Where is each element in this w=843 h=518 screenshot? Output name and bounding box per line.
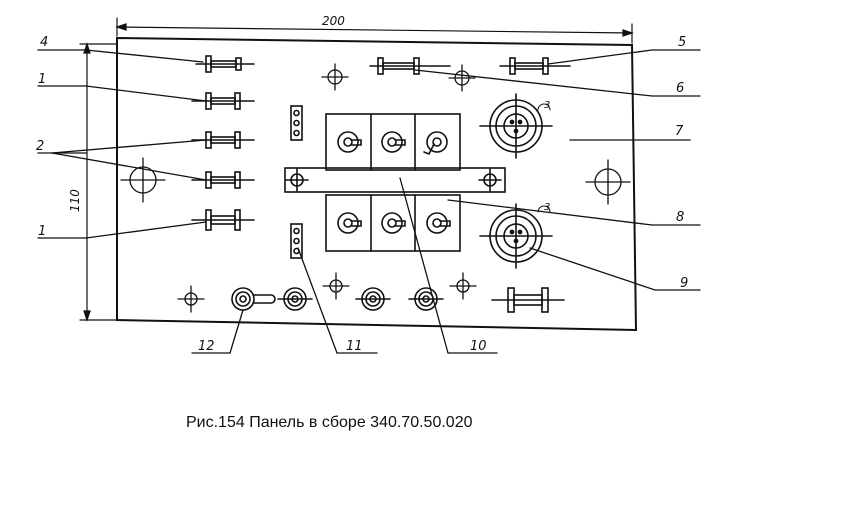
insulator-1-top <box>191 92 255 110</box>
callout-11: 11 <box>346 339 363 354</box>
insulator-5 <box>499 57 571 75</box>
callout-7: 7 <box>675 124 684 139</box>
connector-upper <box>479 93 553 159</box>
callout-9: 9 <box>680 276 688 291</box>
callout-8: 8 <box>676 210 684 225</box>
callout-1-bottom: 1 <box>38 224 46 239</box>
callout-6: 6 <box>676 81 684 96</box>
callout-12: 12 <box>198 339 215 354</box>
dimension-height-label: 110 <box>68 189 82 212</box>
callout-4: 4 <box>40 35 48 50</box>
insulator-4 <box>195 55 255 73</box>
bus-bar <box>284 167 506 193</box>
figure-caption: Рис.154 Панель в сборе 340.70.50.020 <box>186 414 473 431</box>
insulator-group-left <box>191 55 255 231</box>
callout-2: 2 <box>36 139 44 154</box>
insulator-1-bottom <box>191 209 255 231</box>
insulator-6 <box>369 57 451 75</box>
callout-labels: 4 1 2 1 5 6 7 8 9 10 11 12 <box>36 35 688 354</box>
terminal-strip-upper <box>290 105 303 141</box>
bottom-jacks <box>231 287 444 311</box>
panel-outline <box>116 36 638 332</box>
switch-block <box>325 113 461 252</box>
mounting-holes <box>120 63 631 313</box>
insulator-2-lower <box>191 171 255 189</box>
callout-5: 5 <box>678 35 686 50</box>
insulator-bottom-right <box>491 287 565 313</box>
callout-1-top: 1 <box>38 72 46 87</box>
callout-10: 10 <box>470 339 487 354</box>
dimension-width: 200 <box>115 14 634 44</box>
connector-lower <box>479 203 553 269</box>
leader-lines <box>37 49 701 354</box>
dimension-width-label: 200 <box>322 14 345 28</box>
